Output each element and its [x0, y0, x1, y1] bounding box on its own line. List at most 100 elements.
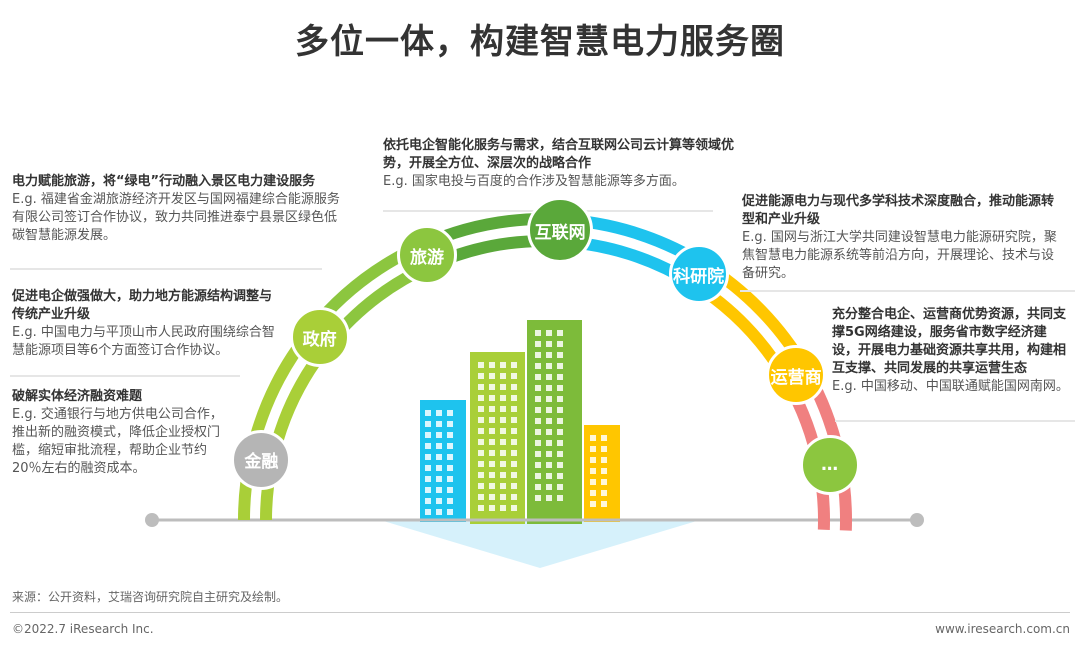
building-window: [436, 465, 442, 471]
building-window: [478, 461, 484, 467]
building-window: [489, 384, 495, 390]
node-1: 政府: [289, 307, 350, 368]
building-window: [500, 494, 506, 500]
building-window: [557, 341, 563, 347]
building-window: [425, 509, 431, 515]
building-window: [489, 395, 495, 401]
building-window: [511, 483, 517, 489]
building-window: [535, 484, 541, 490]
building-window: [546, 352, 552, 358]
page-title: 多位一体，构建智慧电力服务圈: [295, 22, 785, 62]
building-window: [511, 494, 517, 500]
building-window: [436, 432, 442, 438]
building-window: [535, 429, 541, 435]
building-window: [511, 472, 517, 478]
building-window: [425, 432, 431, 438]
building-window: [500, 395, 506, 401]
building-window: [500, 450, 506, 456]
building-window: [535, 352, 541, 358]
building-window: [590, 468, 596, 474]
building-window: [601, 479, 607, 485]
building-window: [489, 406, 495, 412]
building-window: [511, 505, 517, 511]
building-window: [535, 330, 541, 336]
baseline-left-dot: [145, 513, 159, 527]
building-window: [546, 363, 552, 369]
building-window: [500, 439, 506, 445]
node-label: 互联网: [534, 222, 586, 243]
building-window: [425, 498, 431, 504]
building-window: [489, 494, 495, 500]
node-label: 运营商: [770, 367, 822, 388]
building-window: [511, 384, 517, 390]
building-window: [590, 457, 596, 463]
building-window: [436, 498, 442, 504]
building-window: [478, 417, 484, 423]
building-window: [535, 495, 541, 501]
node-5: 运营商: [766, 345, 827, 405]
building-window: [436, 454, 442, 460]
building-window: [557, 407, 563, 413]
building-window: [489, 428, 495, 434]
building-window: [557, 363, 563, 369]
building-window: [546, 341, 552, 347]
building-window: [535, 418, 541, 424]
building-window: [535, 462, 541, 468]
building-window: [436, 509, 442, 515]
building-window: [511, 439, 517, 445]
building-window: [447, 410, 453, 416]
building-window: [489, 362, 495, 368]
building-window: [478, 494, 484, 500]
building-window: [425, 421, 431, 427]
node-label: 金融: [244, 452, 279, 473]
block-internet: 依托电企智能化服务与需求，结合互联网公司云计算等领域优势，开展全方位、深层次的战…: [383, 138, 735, 189]
building-window: [511, 406, 517, 412]
building-window: [557, 374, 563, 380]
building-window: [601, 490, 607, 496]
divider: [10, 268, 322, 270]
building-window: [535, 407, 541, 413]
building-window: [478, 439, 484, 445]
node-4: 科研院: [668, 244, 729, 305]
building-window: [546, 330, 552, 336]
building-window: [557, 451, 563, 457]
building-window: [511, 428, 517, 434]
building-window: [590, 446, 596, 452]
footer-divider: [10, 612, 1070, 613]
building-window: [489, 417, 495, 423]
node-label: 科研院: [673, 266, 725, 287]
copyright: ©2022.7 iResearch Inc.: [12, 622, 154, 636]
building-window: [535, 341, 541, 347]
building-window: [535, 473, 541, 479]
building-window: [546, 495, 552, 501]
building-window: [489, 450, 495, 456]
building-window: [557, 385, 563, 391]
building-window: [546, 473, 552, 479]
building-window: [436, 443, 442, 449]
building-window: [546, 451, 552, 457]
building-window: [557, 396, 563, 402]
building-window: [601, 468, 607, 474]
node-2: 旅游: [397, 225, 458, 286]
node-label: …: [821, 454, 839, 475]
building-window: [511, 373, 517, 379]
building-window: [478, 384, 484, 390]
building-window: [478, 395, 484, 401]
building-window: [447, 509, 453, 515]
building-window: [447, 421, 453, 427]
building-window: [557, 473, 563, 479]
building-window: [425, 487, 431, 493]
building-window: [500, 417, 506, 423]
building-window: [436, 476, 442, 482]
building-window: [601, 446, 607, 452]
building-window: [535, 451, 541, 457]
building-window: [557, 440, 563, 446]
building-window: [436, 410, 442, 416]
building-window: [546, 462, 552, 468]
building-window: [511, 362, 517, 368]
building-window: [447, 465, 453, 471]
building-window: [590, 479, 596, 485]
